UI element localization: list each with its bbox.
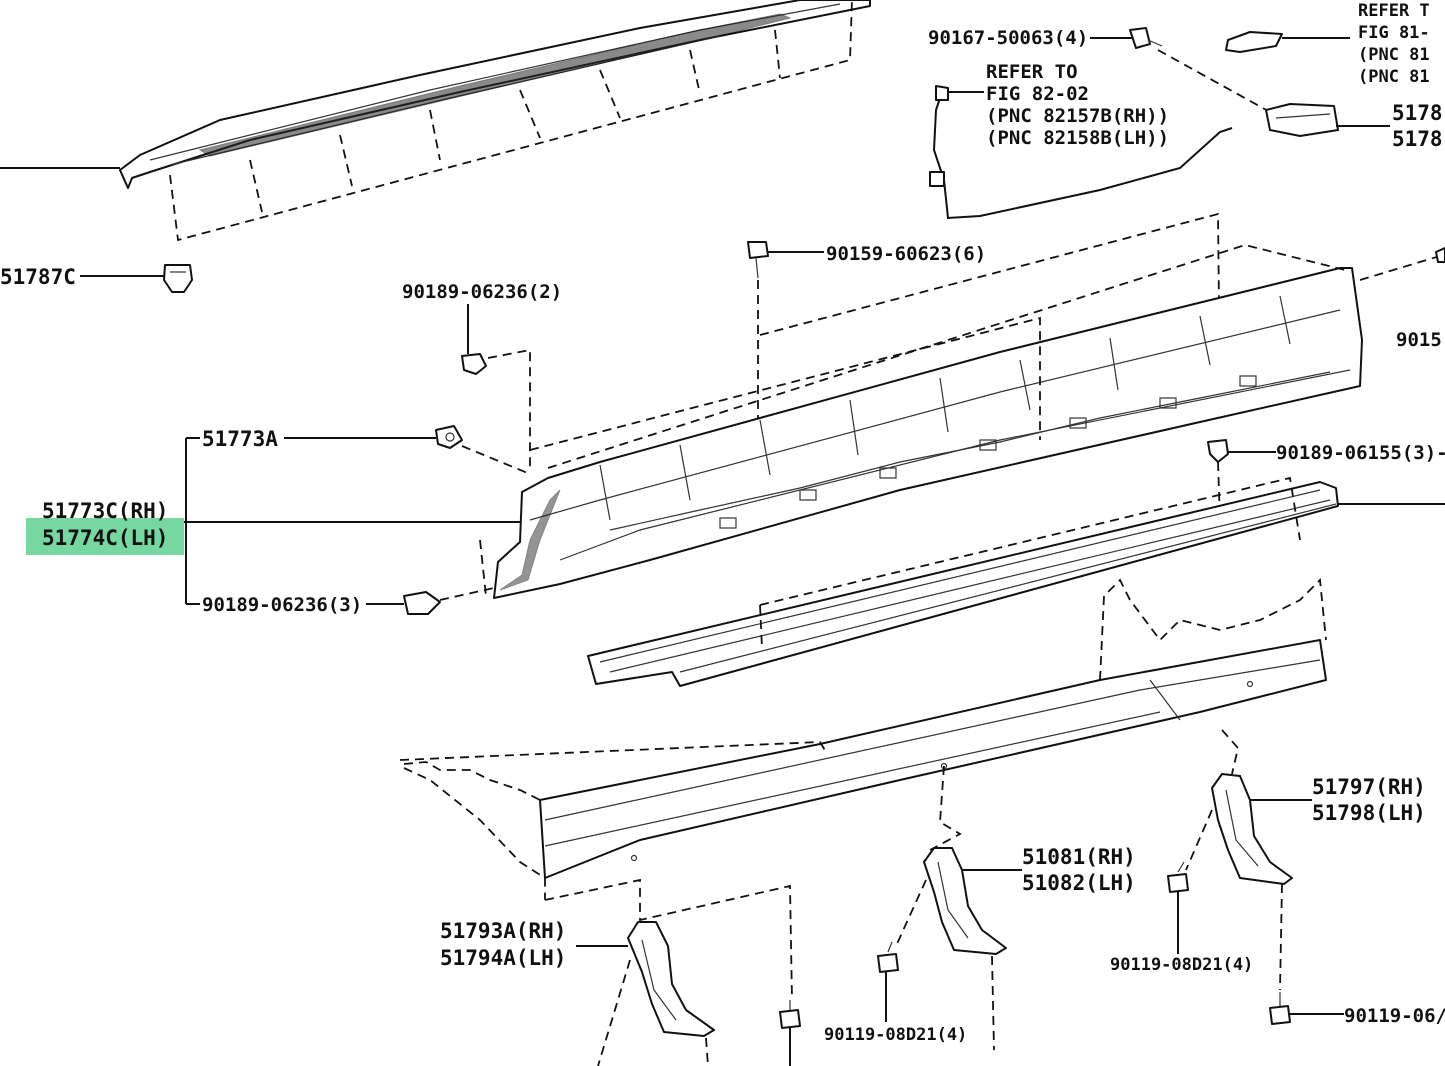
dash-cover-left-1 — [403, 761, 541, 801]
label-ref-top-right-1: FIG 81- — [1358, 23, 1430, 43]
dash-9015 — [1359, 255, 1441, 281]
highlight-51774C — [26, 518, 184, 555]
label-9015: 9015 — [1396, 329, 1442, 351]
rocker-inner-panel-part — [493, 267, 1363, 599]
rocker-rail-part — [587, 481, 1339, 687]
label-51774C: 51774C(LH) — [42, 526, 168, 550]
small-bracket-top-right-icon — [1225, 31, 1283, 53]
dash-51797 — [1185, 809, 1213, 871]
label-ref-fig82-3: (PNC 82158B(LH)) — [986, 127, 1169, 149]
clip-9015-icon — [1435, 247, 1445, 263]
bracket-51797-part — [1211, 773, 1293, 885]
label-5178-b: 5178 — [1392, 127, 1443, 151]
dash-panel-top — [547, 244, 1346, 469]
bolt-90119-a-icon — [1167, 861, 1189, 893]
label-90189-2: 90189-06236(2) — [402, 281, 562, 303]
dash-cover-right-bracket — [1221, 729, 1239, 775]
bolt-90119-c-icon — [1269, 992, 1291, 1025]
grommet-51773A-icon — [435, 425, 463, 449]
wire-harness-part — [929, 85, 1233, 220]
upper-moulding-part — [119, 0, 871, 189]
dash-51797-down — [1279, 883, 1283, 991]
label-90159: 90159-60623(6) — [826, 243, 986, 265]
label-ref-fig82-1: FIG 82-02 — [986, 83, 1089, 105]
bolt-bottom-icon — [779, 1000, 801, 1029]
clip-90189-06155-icon — [1207, 439, 1229, 463]
dash-90189-3 — [439, 539, 495, 601]
dash-cover-top — [399, 741, 827, 761]
rocker-outer-cover-part — [539, 639, 1327, 879]
dash-51793A — [597, 959, 631, 1066]
clip-90189-2-icon — [461, 353, 487, 375]
label-90189-3: 90189-06236(3) — [202, 594, 362, 616]
label-90167: 90167-50063(4) — [928, 27, 1088, 49]
bolt-90119-b-icon — [877, 941, 899, 973]
label-ref-top-right-3: (PNC 81 — [1358, 67, 1430, 87]
label-51798: 51798(LH) — [1312, 801, 1426, 825]
clip-90189-3-icon — [403, 591, 441, 615]
dash-rail — [759, 476, 1301, 649]
dash-51793A-down — [705, 1037, 709, 1066]
label-51773A: 51773A — [202, 427, 278, 451]
dash-90159-outline — [759, 212, 1221, 401]
bracket-5178-icon — [1265, 103, 1339, 137]
label-ref-fig82-0: REFER TO — [986, 61, 1078, 83]
label-90189-06155: 90189-06155(3)- — [1276, 442, 1445, 464]
label-90119-b: 90119-08D21(4) — [824, 1025, 967, 1045]
label-ref-fig82-2: (PNC 82157B(RH)) — [986, 105, 1169, 127]
dash-cover-bottom — [544, 878, 793, 1001]
dash-51773A — [461, 445, 531, 475]
label-51797: 51797(RH) — [1312, 775, 1426, 799]
label-ref-top-right-2: (PNC 81 — [1358, 45, 1430, 65]
label-51082: 51082(LH) — [1022, 871, 1136, 895]
label-90119-c: 90119-06/ — [1344, 1005, 1445, 1027]
label-51081: 51081(RH) — [1022, 845, 1136, 869]
label-51787C: 51787C — [0, 265, 76, 289]
dash-cover-left-2 — [403, 767, 546, 900]
label-51773C: 51773C(RH) — [42, 499, 168, 523]
bracket-51793A-part — [627, 921, 715, 1037]
label-51794A: 51794A(LH) — [440, 946, 566, 970]
dash-51081-down — [991, 955, 995, 1051]
screw-90159-icon — [747, 241, 769, 279]
bracket-51081-part — [923, 847, 1007, 955]
label-90119-a: 90119-08D21(4) — [1110, 955, 1253, 975]
dash-90167 — [1157, 49, 1271, 113]
screw-90167-icon — [1129, 27, 1163, 49]
dash-cover-mid — [929, 765, 962, 851]
dash-panel-inner — [529, 316, 1041, 451]
label-ref-top-right-0: REFER T — [1358, 1, 1430, 21]
dash-51081 — [895, 879, 927, 947]
label-5178-a: 5178 — [1392, 101, 1443, 125]
dash-moulding-outline — [169, 0, 853, 242]
clip-51787C-icon — [163, 264, 193, 293]
label-51793A: 51793A(RH) — [440, 919, 566, 943]
dash-90189-2 — [487, 348, 531, 470]
